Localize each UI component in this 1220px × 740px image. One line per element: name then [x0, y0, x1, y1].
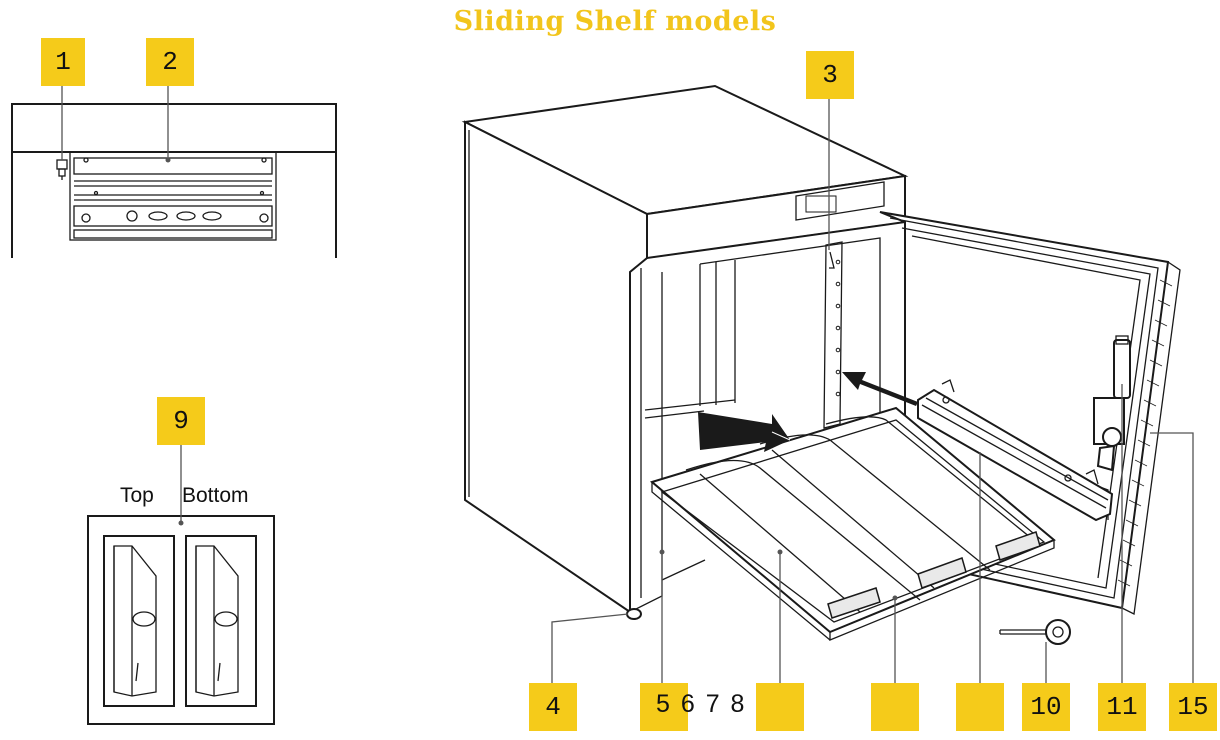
sliding-rail [917, 379, 1114, 522]
rail-hole [148, 211, 168, 221]
callout-9: 9 [157, 397, 205, 445]
rail-hole [176, 211, 196, 221]
rail-hook [829, 251, 835, 269]
top-rocker-switch [103, 535, 175, 707]
door-latch [1093, 335, 1131, 472]
callout-8-blank [956, 683, 1004, 731]
callout-15: 15 [1169, 683, 1217, 731]
callout-10: 10 [1022, 683, 1070, 731]
insert-shelf-arrow [698, 412, 791, 452]
cabinet [461, 84, 909, 620]
bottom-rocker-switch [185, 535, 257, 707]
callout-3: 3 [806, 51, 854, 99]
callout-5-blank [640, 683, 688, 731]
switch-panel [87, 440, 275, 725]
key [999, 619, 1071, 645]
diagram-title: Sliding Shelf models [453, 6, 777, 37]
callout-5-6-7-8: 5 6 7 8 [656, 690, 747, 718]
callout-4: 4 [529, 683, 577, 731]
rail-hole [126, 210, 138, 222]
rail-screw [259, 213, 269, 223]
callout-1: 1 [41, 38, 85, 86]
callout-7-blank [871, 683, 919, 731]
callout-2: 2 [146, 38, 194, 86]
display-panel [795, 181, 885, 221]
rail-hole [202, 211, 222, 221]
sliding-shelf [649, 406, 1056, 641]
callout-6-blank [756, 683, 804, 731]
leader-lines [551, 99, 1194, 683]
lock-cylinder [56, 159, 68, 180]
rail-screw [81, 213, 91, 223]
rail-slot-top [73, 157, 273, 175]
cabinet-foot [626, 608, 642, 620]
callout-11: 11 [1098, 683, 1146, 731]
rail-plate [69, 151, 277, 241]
switch-label-bottom: Bottom [182, 484, 249, 507]
top-panel-detail [11, 83, 337, 258]
panel-outline [11, 103, 337, 258]
shelf-rail [823, 241, 843, 429]
switch-label-top: Top [120, 484, 154, 507]
rail-slot-bottom [73, 205, 273, 227]
insert-rail-arrow [842, 372, 918, 406]
